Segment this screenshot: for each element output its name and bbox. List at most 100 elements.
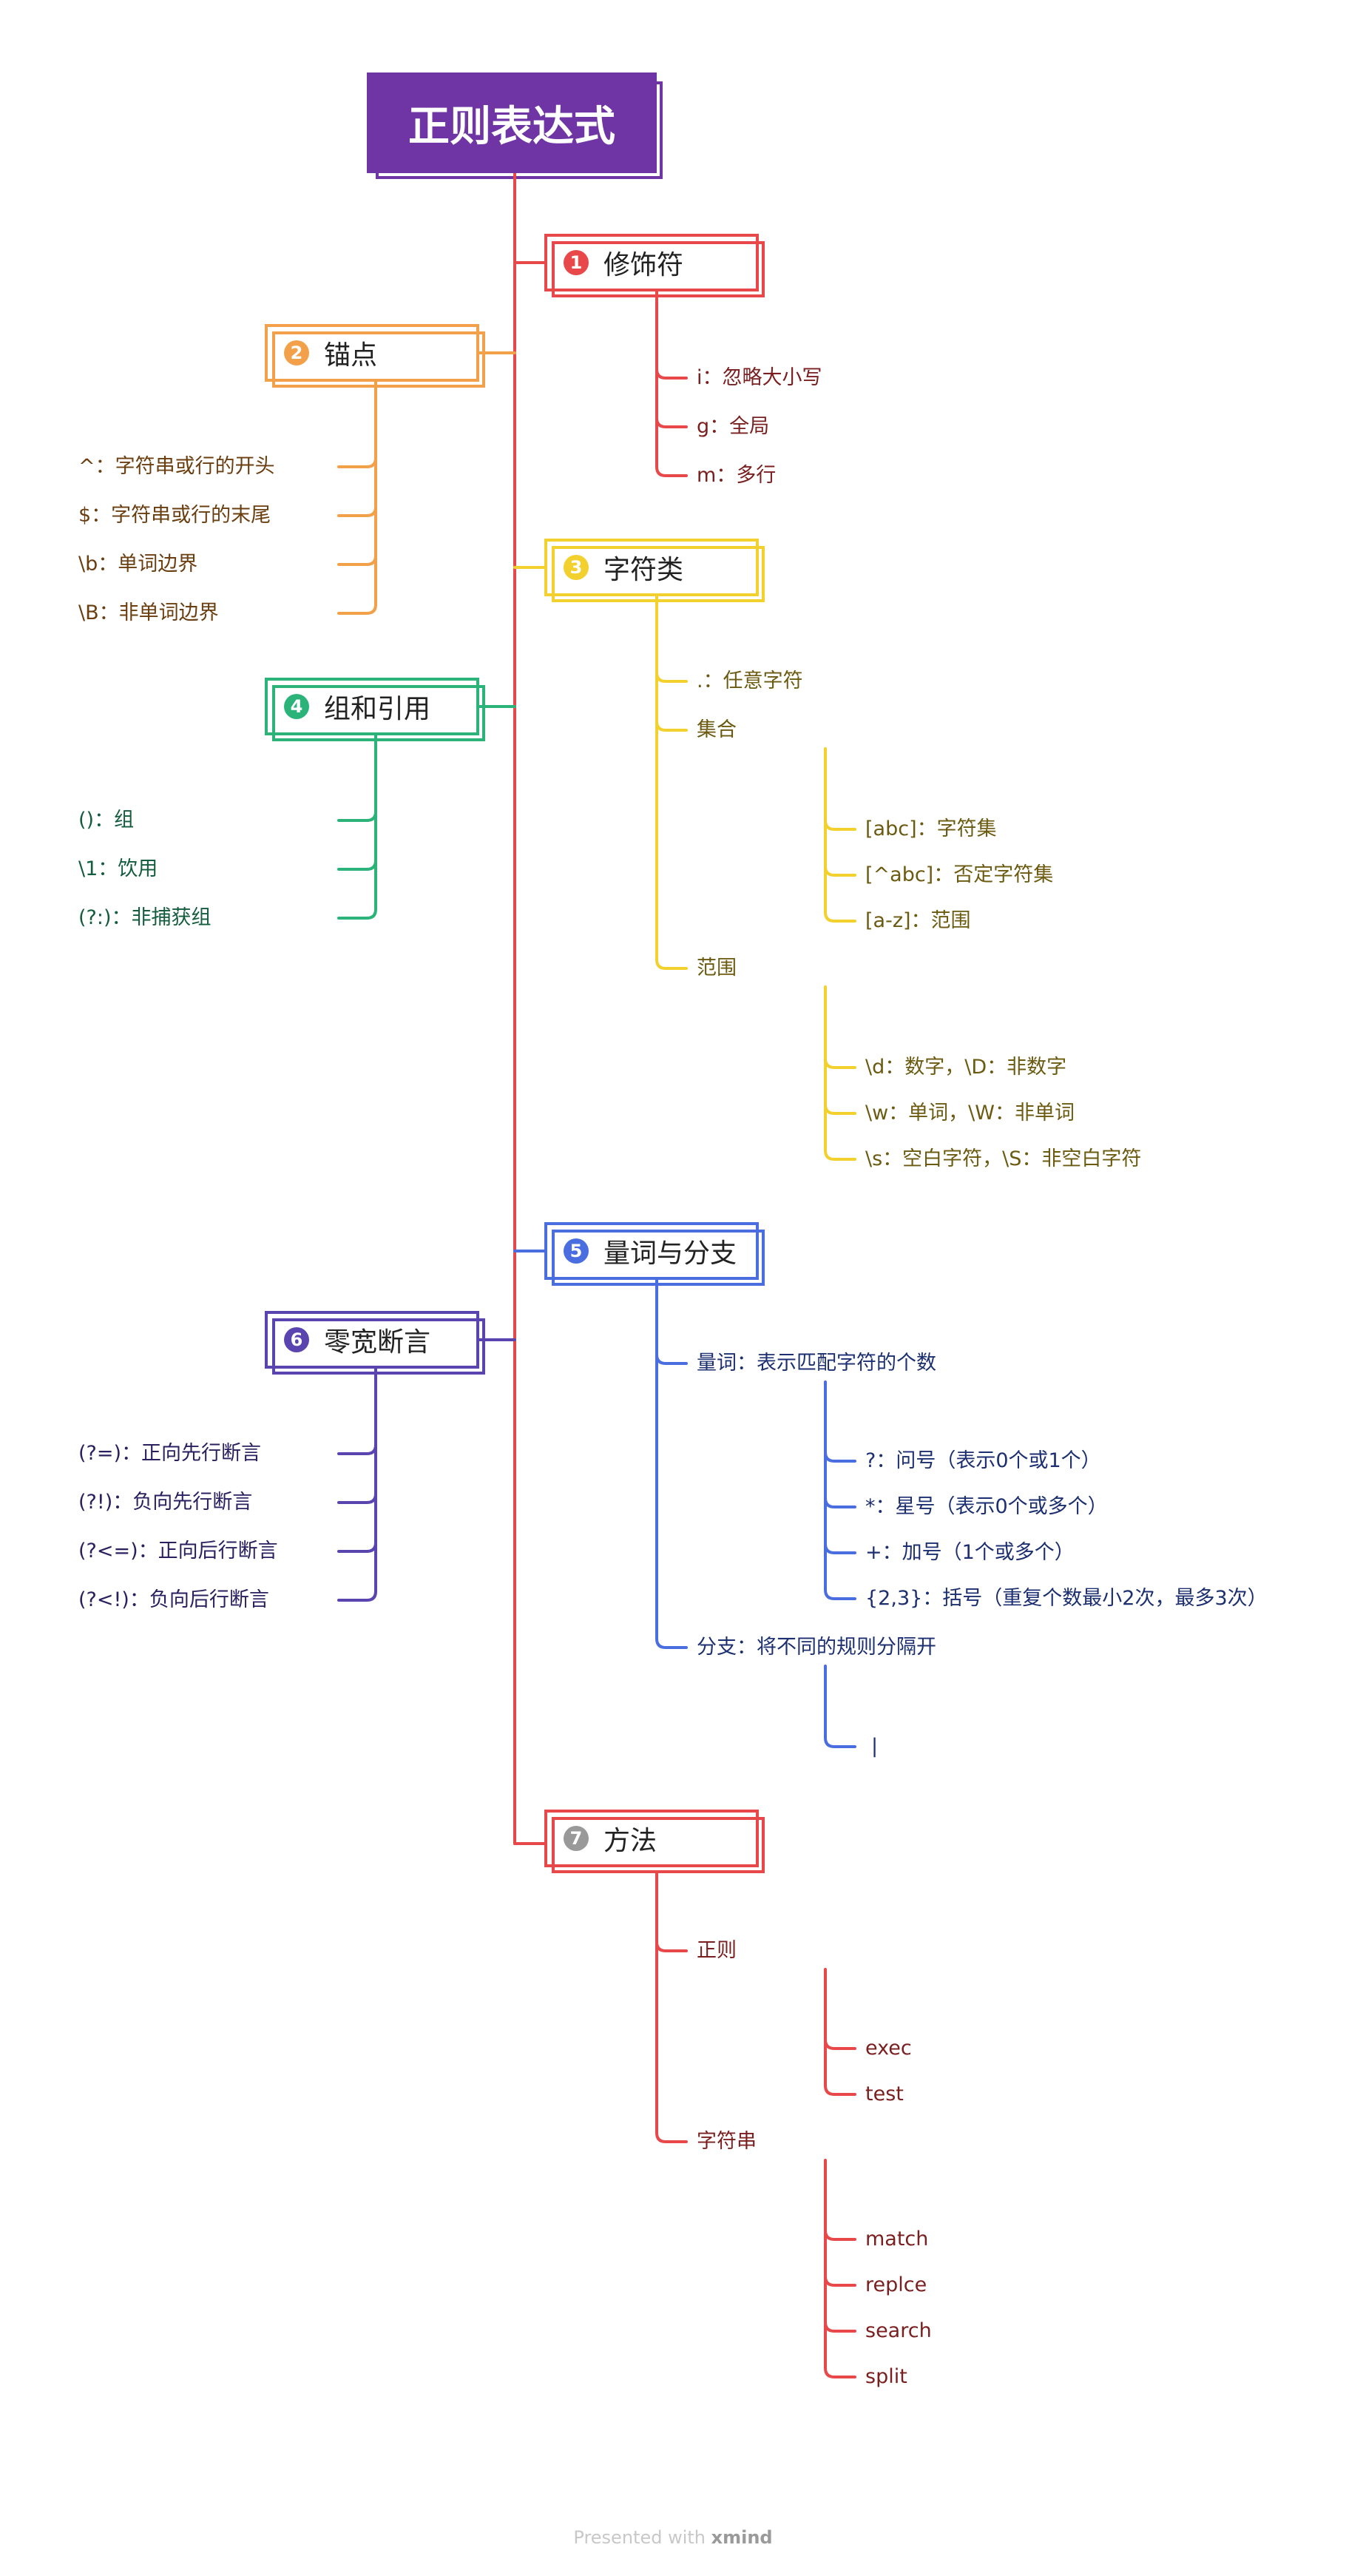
leaf-item[interactable]: .：任意字符 xyxy=(697,670,803,692)
leaf-item[interactable]: | xyxy=(871,1735,879,1758)
footer-brand: xmind xyxy=(711,2527,773,2548)
branch-groups[interactable]: 4 组和引用 xyxy=(265,678,485,741)
leaf-connector xyxy=(824,2275,856,2287)
root-topic[interactable]: 正则表达式 xyxy=(367,73,663,179)
branch-title: 修饰符 xyxy=(603,250,684,280)
leaf-item[interactable]: {2,3}：括号（重复个数最小2次，最多3次） xyxy=(865,1587,1268,1610)
leaf-item[interactable]: match xyxy=(865,2228,929,2250)
number-badge: 7 xyxy=(564,1826,589,1851)
leaf-item[interactable]: exec xyxy=(865,2037,912,2060)
number-badge: 3 xyxy=(564,555,589,580)
leaf-connector xyxy=(824,2038,856,2050)
leaf-item[interactable]: i：忽略大小写 xyxy=(697,366,822,389)
number-badge: 6 xyxy=(284,1327,309,1352)
subtree-spine xyxy=(655,595,688,970)
leaf-connector xyxy=(655,1353,688,1365)
subtree-spine xyxy=(824,985,856,1161)
branch-shadow xyxy=(272,1318,485,1375)
branch-methods[interactable]: 7 方法 xyxy=(544,1810,765,1873)
leaf-connector xyxy=(824,1451,856,1463)
leaf-connector xyxy=(655,417,688,428)
root-title: 正则表达式 xyxy=(408,102,615,151)
leaf-item[interactable]: \s：空白字符，\S：非空白字符 xyxy=(865,1147,1142,1170)
subtree-spine xyxy=(337,380,377,615)
leaf-connector xyxy=(655,720,688,732)
leaf-connector xyxy=(824,1497,856,1508)
leaf-item[interactable]: (?<!)：负向后行断言 xyxy=(78,1588,269,1611)
branch-anchors[interactable]: 2 锚点 xyxy=(265,324,485,388)
branch-title: 量词与分支 xyxy=(603,1238,737,1269)
leaf-connector xyxy=(824,2229,856,2241)
leaf-connector xyxy=(824,865,856,877)
leaf-item[interactable]: *：星号（表示0个或多个） xyxy=(865,1495,1108,1518)
leaf-connector xyxy=(824,2321,856,2333)
leaf-item[interactable]: search xyxy=(865,2319,932,2342)
leaf-item[interactable]: [^abc]：否定字符集 xyxy=(865,863,1054,886)
leaf-connector xyxy=(337,1541,377,1553)
subtree-spine xyxy=(824,1968,856,2096)
leaf-item[interactable]: ()：组 xyxy=(78,809,135,832)
leaf-item[interactable]: \w：单词，\W：非单词 xyxy=(865,1102,1075,1125)
leaf-connector xyxy=(824,1103,856,1115)
leaf-item[interactable]: ^：字符串或行的开头 xyxy=(78,455,275,478)
branch-quantifiers[interactable]: 5 量词与分支 xyxy=(544,1222,765,1286)
leaf-connector xyxy=(337,554,377,566)
leaf-item[interactable]: g：全局 xyxy=(697,415,770,438)
branch-shadow xyxy=(552,1817,765,1873)
leaf-item[interactable]: (?=)：正向先行断言 xyxy=(78,1442,262,1465)
leaf-item[interactable]: 正则 xyxy=(697,1939,737,1962)
branch-title: 零宽断言 xyxy=(324,1327,431,1358)
subtree-spine xyxy=(655,290,688,477)
leaf-item[interactable]: 量词：表示匹配字符的个数 xyxy=(697,1352,936,1375)
branch-title: 字符类 xyxy=(603,555,684,585)
leaf-connector xyxy=(655,671,688,683)
branch-shadow xyxy=(272,685,485,741)
branch-shadow xyxy=(552,1230,765,1286)
leaf-item[interactable]: \b：单词边界 xyxy=(78,553,198,576)
leaf-item[interactable]: 分支：将不同的规则分隔开 xyxy=(697,1636,936,1659)
leaf-item[interactable]: ?：问号（表示0个或1个） xyxy=(865,1449,1101,1472)
leaf-item[interactable]: 字符串 xyxy=(697,2130,757,2153)
branch-character-classes[interactable]: 3 字符类 xyxy=(544,539,765,602)
leaf-item[interactable]: \B：非单词边界 xyxy=(78,601,219,624)
subtree-spine xyxy=(824,747,856,923)
subtree-spine xyxy=(337,734,377,920)
leaf-item[interactable]: (?<=)：正向后行断言 xyxy=(78,1540,278,1562)
leaf-item[interactable]: +：加号（1个或多个） xyxy=(865,1541,1075,1564)
leaf-item[interactable]: [abc]：字符集 xyxy=(865,817,997,840)
subtree-spine xyxy=(824,2159,856,2378)
subtree-spine xyxy=(824,1665,856,1748)
leaf-item[interactable]: (?!)：负向先行断言 xyxy=(78,1491,253,1514)
subtree-spine xyxy=(655,1278,688,1649)
leaf-connector xyxy=(337,456,377,468)
branch-shadow xyxy=(552,241,765,297)
leaf-item[interactable]: 范围 xyxy=(697,957,737,980)
leaf-connector xyxy=(337,1492,377,1504)
leaf-item[interactable]: (?:)：非捕获组 xyxy=(78,906,212,929)
branch-modifiers[interactable]: 1 修饰符 xyxy=(544,234,765,297)
leaf-item[interactable]: replce xyxy=(865,2273,927,2296)
leaf-item[interactable]: [a-z]：范围 xyxy=(865,909,971,932)
leaf-connector xyxy=(337,810,377,822)
leaf-item[interactable]: 集合 xyxy=(697,718,737,741)
leaf-item[interactable]: $：字符串或行的末尾 xyxy=(78,504,271,527)
leaf-connector xyxy=(824,1057,856,1069)
subtree-spine xyxy=(824,1380,856,1600)
leaf-connector xyxy=(337,859,377,871)
branch-title: 组和引用 xyxy=(324,694,431,724)
leaf-item[interactable]: \d：数字，\D：非数字 xyxy=(865,1056,1067,1079)
footer: Presented with xmind xyxy=(0,2527,1346,2548)
leaf-connector xyxy=(655,1941,688,1952)
branch-lookaround[interactable]: 6 零宽断言 xyxy=(265,1311,485,1375)
footer-prefix: Presented with xyxy=(573,2527,711,2548)
subtree-spine xyxy=(337,1367,377,1602)
subtree-spine xyxy=(655,1870,688,2143)
leaf-item[interactable]: split xyxy=(865,2365,907,2388)
leaf-connector xyxy=(337,505,377,517)
leaf-item[interactable]: test xyxy=(865,2083,904,2105)
leaf-item[interactable]: \1：饮用 xyxy=(78,857,158,880)
leaf-connector xyxy=(337,1443,377,1455)
number-badge: 4 xyxy=(284,694,309,719)
leaf-item[interactable]: m：多行 xyxy=(697,464,777,487)
